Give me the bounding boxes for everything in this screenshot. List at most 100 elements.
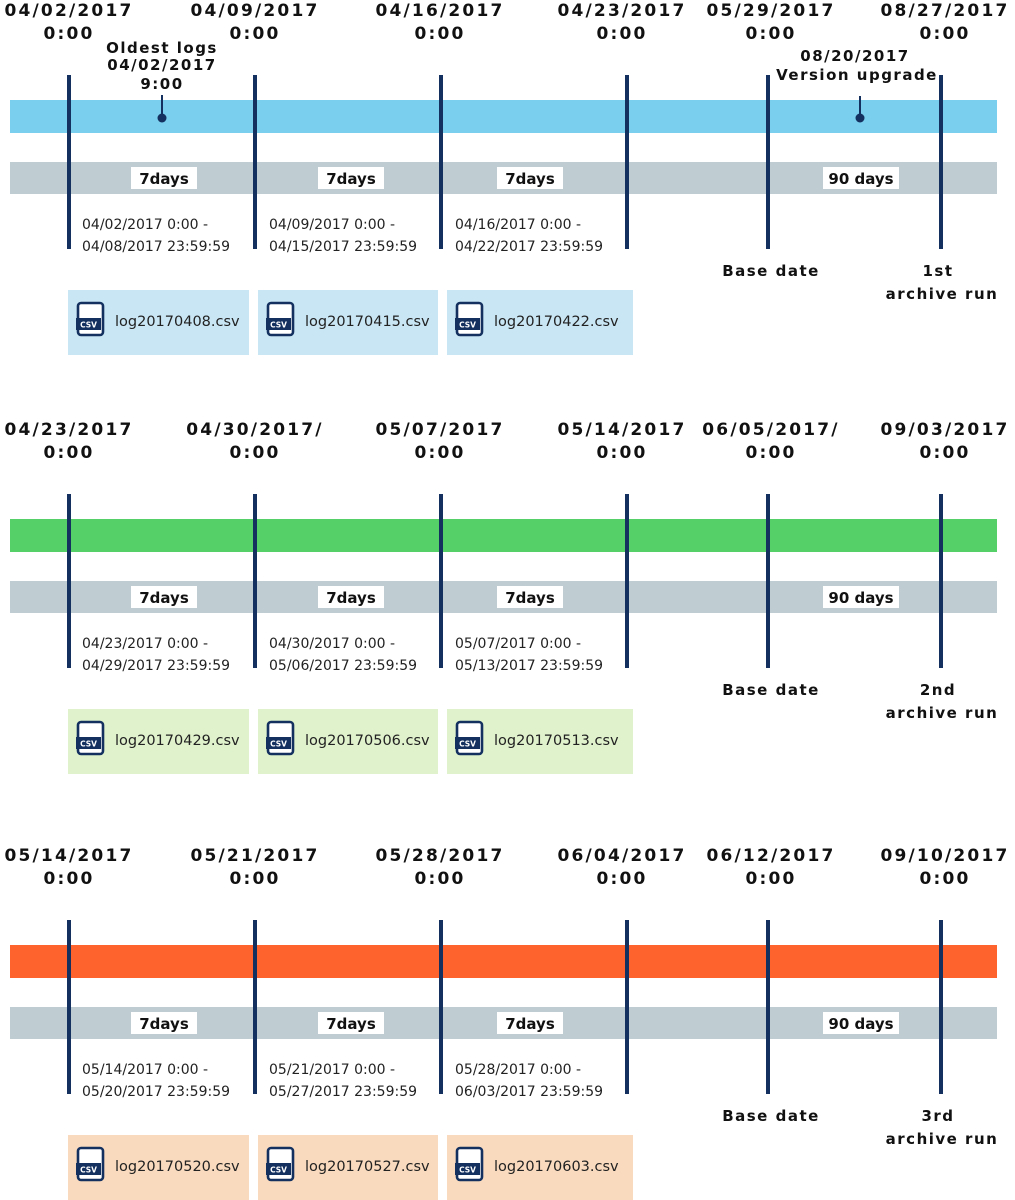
date-header: 05/28/2017 [375, 846, 504, 866]
duration-label-box [131, 586, 197, 608]
duration-band-lead [10, 1007, 70, 1039]
time-header: 0:00 [596, 443, 647, 463]
date-header: 09/03/2017 [880, 420, 1009, 440]
date-header: 05/29/2017 [706, 1, 835, 21]
csv-file-icon-tag [76, 737, 101, 749]
base-date-label: Base date [722, 262, 820, 280]
duration-label: 7days [505, 589, 555, 607]
range-end: 06/03/2017 23:59:59 [455, 1084, 603, 1100]
duration-label-box [823, 1012, 899, 1034]
archive-run-ordinal: 3rd [921, 1107, 954, 1125]
timeline-marker-line [253, 920, 257, 1094]
csv-file-icon-text: CSV [270, 321, 287, 330]
csv-file-icon: CSV [266, 1146, 295, 1182]
range-end: 04/15/2017 23:59:59 [269, 239, 417, 255]
duration-label: 7days [326, 589, 376, 607]
timeline-marker-line [253, 494, 257, 668]
range-end: 05/20/2017 23:59:59 [82, 1084, 230, 1100]
duration-label-box [318, 167, 384, 189]
time-header: 0:00 [919, 24, 970, 44]
range-end: 05/27/2017 23:59:59 [269, 1084, 417, 1100]
annotation-date: 08/20/2017 [800, 47, 909, 65]
duration-label-box [823, 167, 899, 189]
file-name: log20170408.csv [115, 314, 240, 330]
duration-label-box [497, 167, 563, 189]
timeline-marker-line [939, 920, 943, 1094]
duration-label: 90 days [828, 1015, 893, 1033]
time-header: 0:00 [745, 443, 796, 463]
time-header: 0:00 [745, 869, 796, 889]
csv-file-icon-tag [76, 1163, 101, 1175]
file-name: log20170429.csv [115, 733, 240, 749]
timeline-marker-line [439, 920, 443, 1094]
timeline-marker-line [625, 920, 629, 1094]
csv-file-icon-text: CSV [459, 321, 476, 330]
csv-file-icon-tag [455, 318, 480, 330]
csv-file-icon-tag [266, 737, 291, 749]
time-header: 0:00 [43, 443, 94, 463]
range-end: 05/06/2017 23:59:59 [269, 658, 417, 674]
csv-file-icon-text: CSV [80, 321, 97, 330]
range-start: 04/02/2017 0:00 - [82, 217, 208, 233]
time-header: 0:00 [596, 24, 647, 44]
file-name: log20170603.csv [494, 1159, 619, 1175]
duration-label: 7days [505, 170, 555, 188]
range-start: 05/21/2017 0:00 - [269, 1062, 395, 1078]
duration-label-box [497, 1012, 563, 1034]
annotation-date: 04/02/2017 [107, 56, 216, 74]
file-name: log20170527.csv [305, 1159, 430, 1175]
duration-label-box [318, 586, 384, 608]
timeline-panel-2: 04/23/20170:0004/30/2017/0:0005/07/20170… [4, 420, 1009, 774]
archive-run-ordinal: 2nd [920, 681, 956, 699]
range-end: 04/22/2017 23:59:59 [455, 239, 603, 255]
timeline-panel-1: 04/02/20170:0004/09/20170:0004/16/20170:… [4, 1, 1007, 355]
date-header: 04/02/2017 [4, 1, 133, 21]
duration-label-box [131, 167, 197, 189]
duration-label: 7days [139, 1015, 189, 1033]
csv-file-icon: CSV [266, 301, 295, 337]
time-header: 0:00 [43, 869, 94, 889]
date-header: 06/05/2017/ [702, 420, 839, 440]
range-start: 04/30/2017 0:00 - [269, 636, 395, 652]
duration-label-box [318, 1012, 384, 1034]
time-header: 0:00 [414, 24, 465, 44]
range-start: 04/23/2017 0:00 - [82, 636, 208, 652]
timeline-marker-line [939, 75, 943, 249]
duration-label-box [497, 586, 563, 608]
csv-file-icon-tag [455, 1163, 480, 1175]
csv-file-icon: CSV [266, 720, 295, 756]
duration-band-lead [10, 581, 70, 613]
csv-file-icon: CSV [455, 1146, 484, 1182]
range-start: 04/16/2017 0:00 - [455, 217, 581, 233]
duration-label: 7days [326, 170, 376, 188]
duration-label-box [131, 1012, 197, 1034]
date-header: 06/04/2017 [557, 846, 686, 866]
base-date-label: Base date [722, 681, 820, 699]
timeline-marker-line [439, 75, 443, 249]
file-name: log20170422.csv [494, 314, 619, 330]
time-header: 0:00 [596, 869, 647, 889]
log-period-band [10, 100, 997, 133]
file-name: log20170506.csv [305, 733, 430, 749]
timeline-marker-line [253, 75, 257, 249]
csv-file-icon-text: CSV [80, 740, 97, 749]
time-header: 0:00 [919, 869, 970, 889]
csv-file-icon-text: CSV [459, 1166, 476, 1175]
csv-file-icon-text: CSV [459, 740, 476, 749]
duration-label: 7days [139, 589, 189, 607]
time-header: 0:00 [229, 443, 280, 463]
range-end: 04/08/2017 23:59:59 [82, 239, 230, 255]
timeline-marker-line [625, 494, 629, 668]
timeline-marker-line [67, 494, 71, 668]
timeline-marker-line [67, 75, 71, 249]
csv-file-icon: CSV [455, 301, 484, 337]
annotation-time: 9:00 [140, 75, 183, 93]
range-start: 05/14/2017 0:00 - [82, 1062, 208, 1078]
date-header: 04/16/2017 [375, 1, 504, 21]
timeline-marker-line [766, 75, 770, 249]
time-header: 0:00 [414, 443, 465, 463]
date-header: 04/23/2017 [4, 420, 133, 440]
csv-file-icon-tag [76, 318, 101, 330]
annotation-dot [855, 113, 865, 123]
log-period-band [10, 519, 997, 552]
